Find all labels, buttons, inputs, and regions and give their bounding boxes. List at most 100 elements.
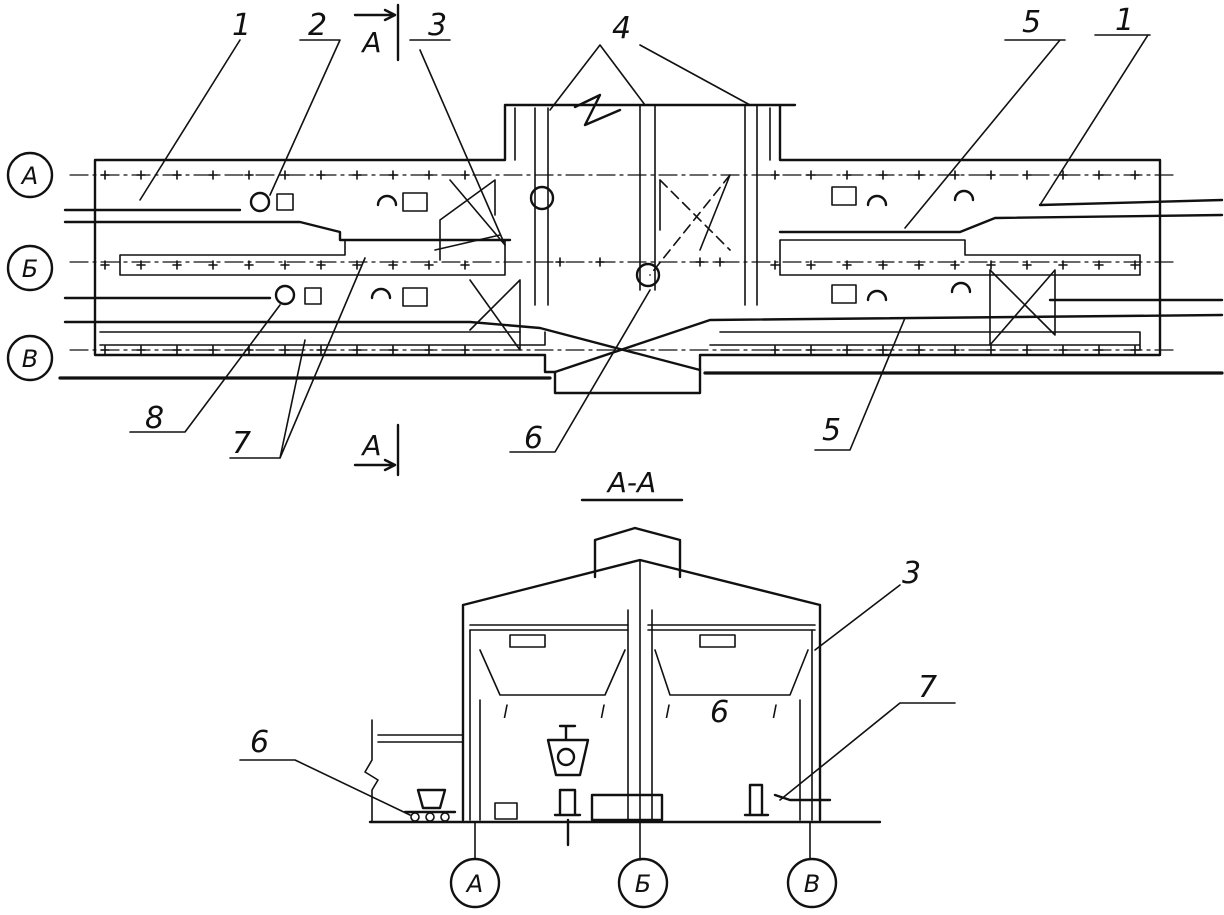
callout-1-right: 1 bbox=[1115, 3, 1134, 38]
axis-bubble-a: А bbox=[6, 151, 54, 199]
grid-cross bbox=[100, 260, 110, 270]
ladle-icon bbox=[556, 747, 576, 767]
section-title: А-А bbox=[606, 466, 656, 499]
bay-mark: 6 bbox=[710, 695, 729, 730]
line-rail-bottom bbox=[58, 371, 1224, 380]
grid-cross bbox=[878, 260, 888, 270]
svg-text:А: А bbox=[360, 429, 381, 462]
axis-bubble-b: Б bbox=[6, 244, 54, 292]
section-axis-bubble-a: А bbox=[449, 857, 501, 909]
grid-cross bbox=[1094, 260, 1104, 270]
grid-cross bbox=[244, 260, 254, 270]
grid-cross bbox=[842, 345, 852, 355]
grid-cross bbox=[244, 170, 254, 180]
grid-cross bbox=[172, 345, 182, 355]
mold-icon bbox=[402, 192, 428, 212]
zone-center bbox=[649, 174, 731, 276]
grid-cross bbox=[280, 260, 290, 270]
line-1-left bbox=[63, 208, 512, 242]
grid-cross bbox=[806, 170, 816, 180]
roof bbox=[461, 558, 822, 822]
grid-cross bbox=[1130, 260, 1140, 270]
grid-cross bbox=[770, 345, 780, 355]
ladle-on-crane bbox=[546, 724, 590, 777]
callout-4: 4 bbox=[612, 11, 631, 46]
zone-left-upper bbox=[434, 179, 506, 261]
mold-icon bbox=[276, 193, 294, 211]
pour-icon bbox=[950, 281, 972, 294]
grid-cross bbox=[136, 260, 146, 270]
grid-cross bbox=[842, 170, 852, 180]
pour-icon bbox=[376, 194, 398, 207]
cart-wheel bbox=[440, 812, 450, 822]
grid-cross bbox=[770, 170, 780, 180]
grid-cross bbox=[1058, 260, 1068, 270]
section-leader-3 bbox=[814, 584, 901, 651]
equipment-symbols bbox=[249, 185, 975, 307]
crane-hook: l bbox=[772, 702, 777, 723]
grid-cross bbox=[1022, 170, 1032, 180]
grid-cross bbox=[424, 260, 434, 270]
svg-text:А: А bbox=[20, 162, 38, 190]
grid-cross bbox=[986, 170, 996, 180]
svg-text:А: А bbox=[360, 26, 381, 59]
bay-v-right-rails bbox=[709, 331, 1141, 351]
section-mark-top: А bbox=[353, 3, 400, 62]
grid-cross bbox=[352, 170, 362, 180]
section-callout-3: 3 bbox=[902, 556, 921, 591]
crane-icon bbox=[529, 185, 555, 211]
svg-text:Б: Б bbox=[22, 255, 38, 283]
grid-cross bbox=[460, 260, 470, 270]
grid-cross bbox=[950, 345, 960, 355]
grid-cross bbox=[352, 260, 362, 270]
grid-cross bbox=[1058, 345, 1068, 355]
pour-icon bbox=[866, 194, 888, 207]
grid-cross bbox=[715, 257, 725, 267]
left-extension bbox=[364, 719, 464, 823]
grid-cross bbox=[172, 170, 182, 180]
zone-left-lower bbox=[469, 279, 521, 351]
ladle-icon bbox=[274, 284, 296, 306]
truss-left bbox=[469, 624, 629, 696]
cart-wheel bbox=[425, 812, 435, 822]
callout-1-left: 1 bbox=[232, 8, 251, 43]
crane-hook: l bbox=[600, 702, 605, 723]
grid-cross bbox=[460, 345, 470, 355]
central-shafts bbox=[514, 104, 771, 306]
grid-cross bbox=[1094, 170, 1104, 180]
grid-cross bbox=[1094, 345, 1104, 355]
grid-cross bbox=[986, 260, 996, 270]
pour-icon bbox=[953, 189, 975, 202]
mold-icon bbox=[402, 287, 428, 307]
crane-hook: l bbox=[665, 702, 670, 723]
grid-cross bbox=[316, 345, 326, 355]
grid-cross bbox=[352, 345, 362, 355]
callout-6: 6 bbox=[524, 421, 543, 456]
grid-cross bbox=[136, 345, 146, 355]
casting-machine bbox=[553, 788, 582, 847]
section-axis-bubble-v: В bbox=[786, 857, 838, 909]
grid-cross bbox=[1022, 345, 1032, 355]
plan-view: А Б В А А bbox=[6, 3, 1224, 477]
grid-cross bbox=[316, 170, 326, 180]
callout-5-bottom: 5 bbox=[822, 413, 841, 448]
grid-cross bbox=[914, 345, 924, 355]
grid-cross bbox=[595, 257, 605, 267]
grid-cross bbox=[950, 260, 960, 270]
section-leader-6 bbox=[239, 759, 411, 816]
grid-cross bbox=[914, 260, 924, 270]
grid-cross bbox=[914, 170, 924, 180]
section-view: А-А l l l l 6 bbox=[239, 466, 956, 909]
svg-text:А: А bbox=[465, 870, 483, 898]
bay-b-right-rect bbox=[779, 239, 1141, 276]
line-lower-right bbox=[553, 298, 1224, 374]
svg-text:В: В bbox=[804, 870, 820, 898]
mold-icon bbox=[831, 186, 857, 206]
line-1-right bbox=[778, 198, 1224, 234]
mold-icon bbox=[304, 287, 322, 305]
bay-b-left-rect bbox=[119, 239, 506, 276]
column-grid bbox=[100, 170, 1140, 355]
columns bbox=[469, 559, 813, 861]
axis-bubble-v: В bbox=[6, 334, 54, 382]
